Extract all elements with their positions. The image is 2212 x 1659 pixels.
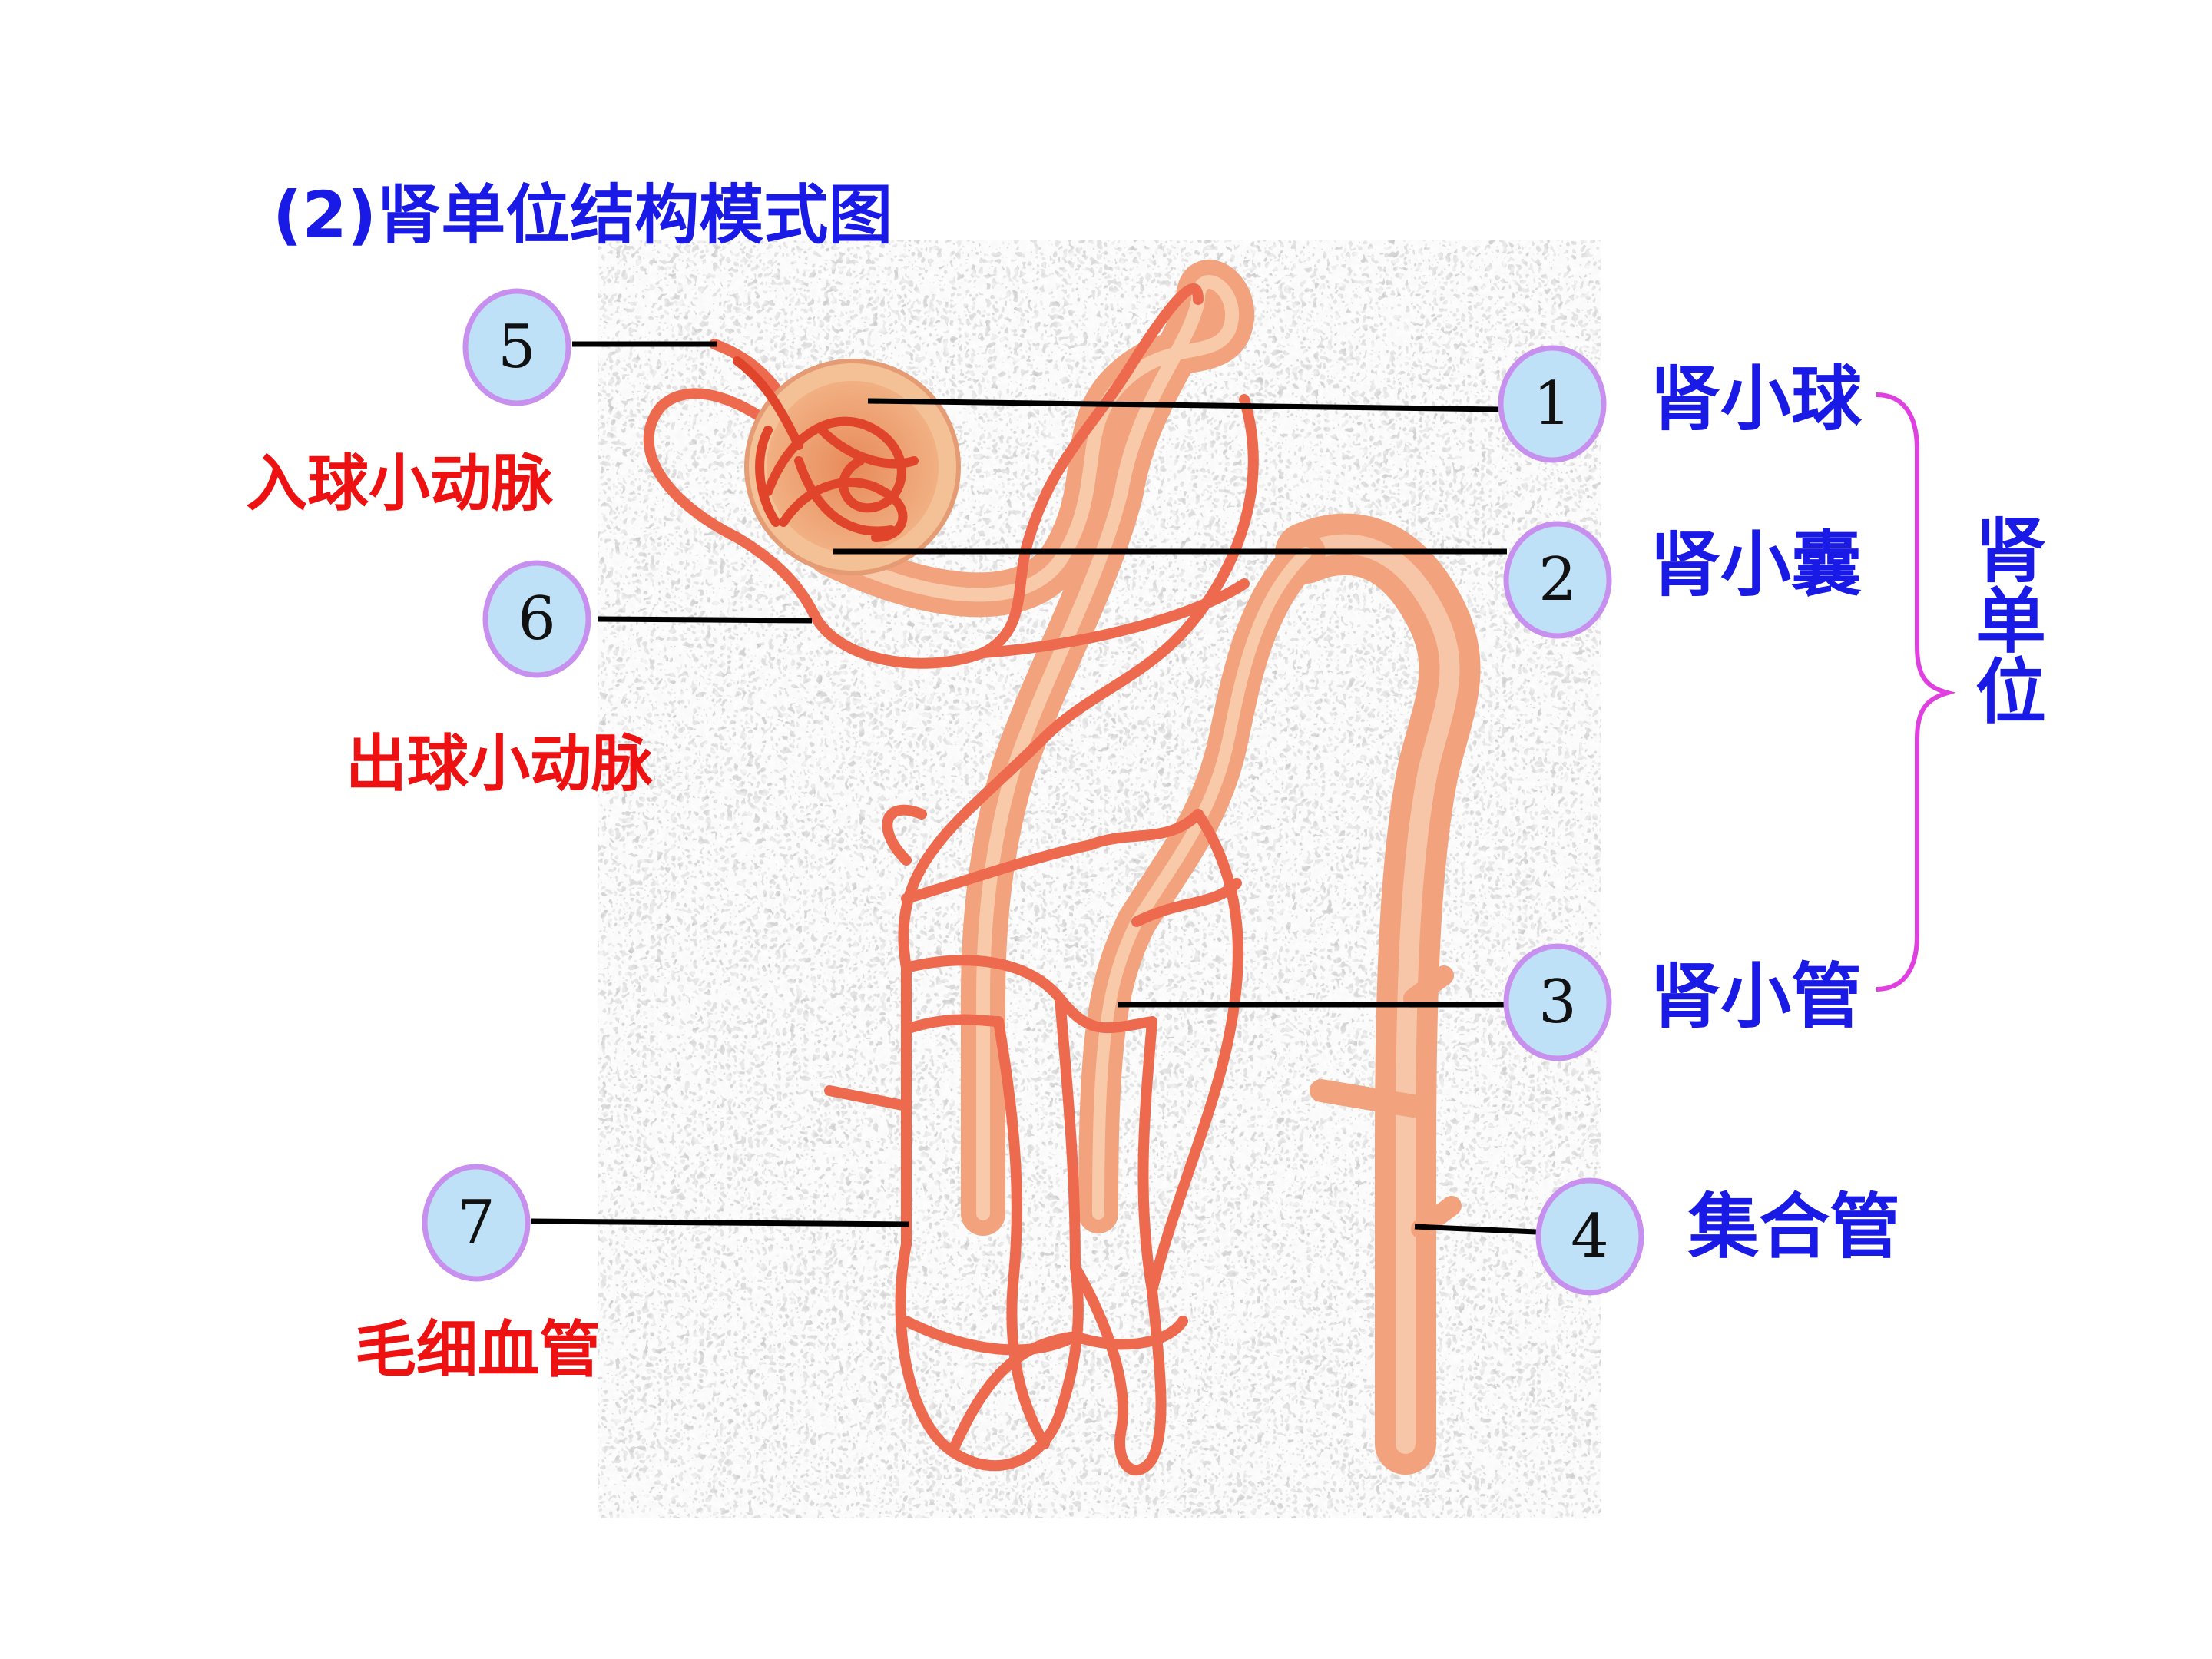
figure-title: (2)肾单位结构模式图 (273, 177, 893, 253)
label-nephron-group: 肾 单 位 (1972, 516, 2049, 728)
badge-7-shape (422, 1164, 531, 1282)
callout-badges (422, 288, 1644, 1296)
badge-3-shape (1503, 943, 1612, 1061)
badge-5-number: 5 (498, 313, 536, 382)
badge-7-number: 7 (457, 1188, 495, 1257)
label-afferent-arteriole: 入球小动脉 (246, 448, 553, 519)
collecting-duct (1275, 513, 1481, 1475)
label-bowman-capsule: 肾小囊 (1650, 524, 1863, 606)
label-glomerulus: 肾小球 (1650, 358, 1863, 440)
badge-6-number: 6 (518, 584, 556, 654)
badge-5-shape (462, 288, 571, 406)
label-capillaries: 毛细血管 (355, 1314, 601, 1386)
group-char-1: 肾 (1975, 510, 2046, 592)
group-char-3: 位 (1975, 651, 2046, 733)
badge-4-number: 4 (1571, 1202, 1609, 1271)
badge-2-number: 2 (1538, 545, 1577, 614)
badge-1-number: 1 (1533, 369, 1571, 439)
nephron-brace (1876, 392, 1956, 992)
glomerulus-capillaries (733, 356, 919, 542)
label-efferent-arteriole: 出球小动脉 (346, 728, 653, 800)
label-renal-tubule: 肾小管 (1650, 955, 1863, 1038)
leader-lines (531, 341, 1537, 1235)
vessel-network (643, 283, 1259, 1476)
label-collecting-duct: 集合管 (1688, 1186, 1901, 1268)
badge-3-number: 3 (1538, 968, 1577, 1037)
badge-2-shape (1503, 521, 1612, 639)
group-char-2: 单 (1975, 581, 2046, 663)
badge-1-shape (1498, 345, 1607, 463)
badge-4-shape (1535, 1177, 1644, 1296)
renal-corpuscle (733, 356, 961, 575)
badge-6-shape (482, 560, 591, 678)
